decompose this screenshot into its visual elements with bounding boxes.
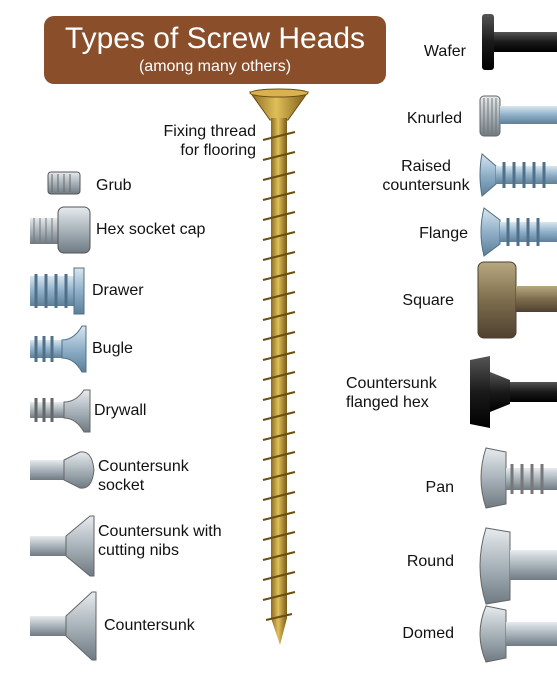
label-flange: Flange [380, 224, 468, 243]
label-countersunk-cutting-nibs: Countersunk with cutting nibs [98, 522, 222, 560]
label-drywall: Drywall [94, 401, 146, 420]
label-countersunk: Countersunk [104, 616, 195, 635]
label-line1: Wafer [423, 43, 466, 60]
title-banner: Types of Screw Heads (among many others) [44, 16, 386, 84]
label-countersunk-flanged-hex: Countersunk flanged hex [346, 374, 437, 412]
right-screw-images [470, 14, 557, 663]
label-square: Square [380, 291, 454, 310]
label-wafer: Wafer [380, 42, 466, 61]
label-line1: Countersunk [104, 617, 195, 634]
label-line1: Bugle [92, 340, 133, 357]
label-raised-countersunk: Raised countersunk [374, 157, 478, 195]
label-line1: Domed [402, 625, 454, 642]
label-round: Round [380, 552, 454, 571]
label-line2: cutting nibs [98, 542, 179, 559]
label-line1: Round [406, 553, 454, 570]
label-line1: Flange [419, 225, 468, 242]
label-grub: Grub [96, 176, 132, 195]
label-line1: Hex socket cap [96, 221, 206, 238]
label-line1: Drawer [92, 282, 144, 299]
label-line1: Pan [425, 479, 454, 496]
label-line1: Knurled [406, 110, 462, 127]
label-line1: Countersunk [98, 458, 189, 475]
flooring-screw-image [249, 88, 309, 645]
left-screw-images [30, 171, 97, 661]
label-hex-socket-cap: Hex socket cap [96, 220, 205, 239]
label-countersunk-socket: Countersunk socket [98, 457, 189, 495]
label-line1: Drywall [94, 402, 147, 419]
label-line1: Raised [401, 158, 451, 175]
label-line2: flanged hex [346, 394, 429, 411]
label-bugle: Bugle [92, 339, 133, 358]
label-pan: Pan [380, 478, 454, 497]
label-line1: Square [402, 292, 454, 309]
flooring-label-line1: Fixing thread [163, 123, 257, 140]
flooring-label-line2: for flooring [180, 142, 256, 159]
label-line1: Grub [96, 177, 132, 194]
page-title: Types of Screw Heads [64, 22, 366, 55]
label-line2: countersunk [382, 177, 470, 194]
label-line2: socket [98, 477, 145, 494]
flooring-screw-label: Fixing thread for flooring [138, 122, 257, 160]
label-domed: Domed [380, 624, 454, 643]
page-subtitle: (among many others) [138, 58, 292, 75]
label-line1: Countersunk [346, 375, 437, 392]
label-drawer: Drawer [92, 281, 144, 300]
label-knurled: Knurled [380, 109, 462, 128]
label-line1: Countersunk with [98, 523, 222, 540]
